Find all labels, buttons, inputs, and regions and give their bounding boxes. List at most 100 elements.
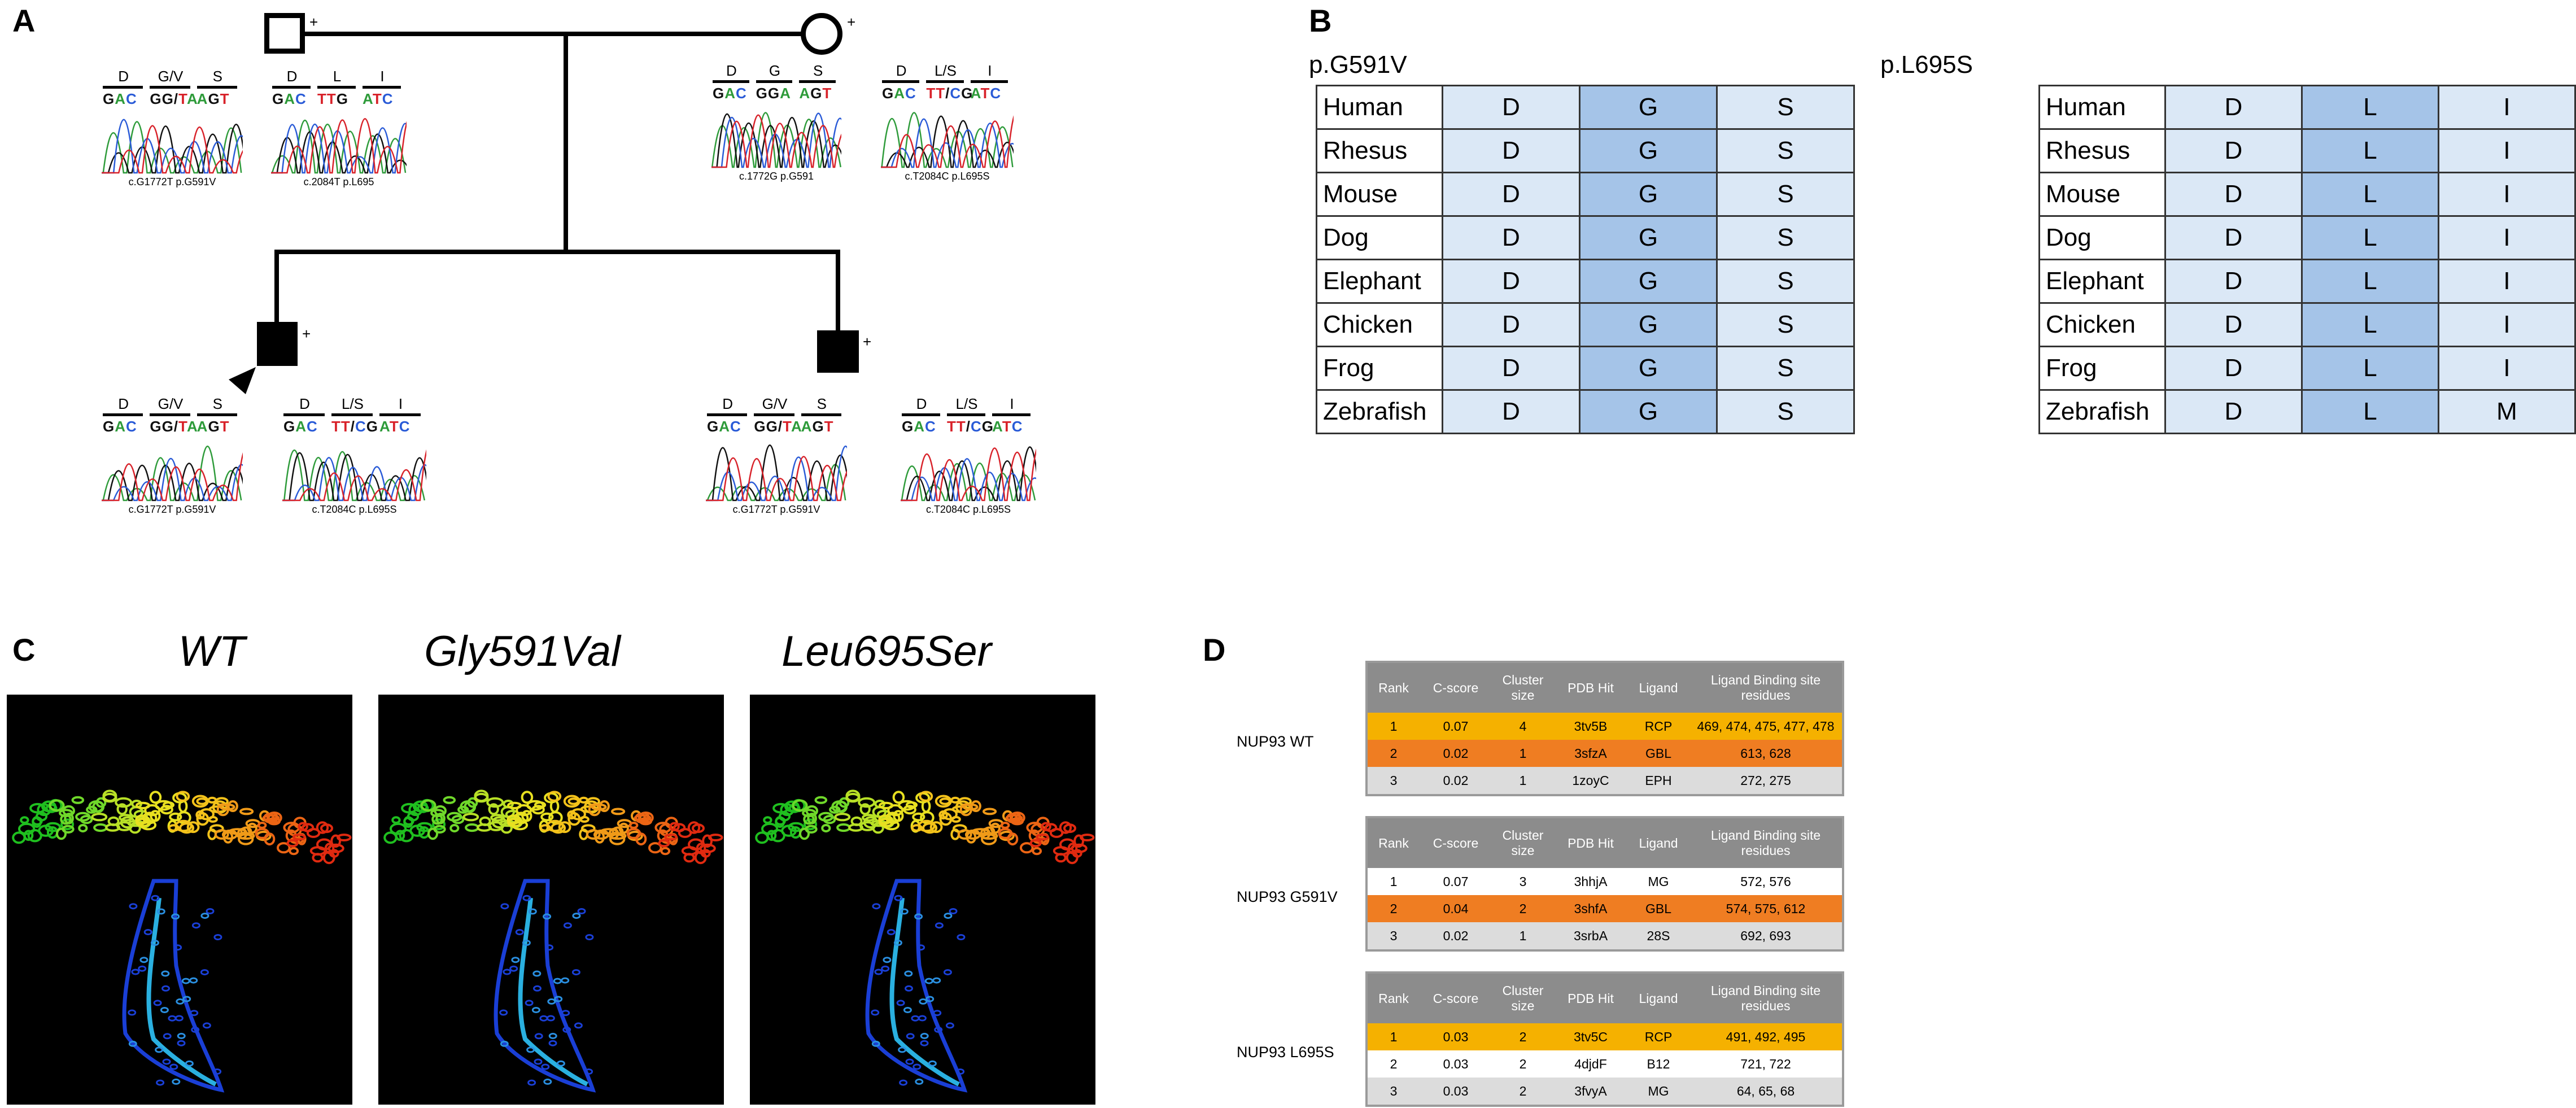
variant-caption: c.2084T p.L695 <box>303 176 374 187</box>
codon-bar <box>947 413 985 416</box>
residue-cell: D <box>2164 346 2303 391</box>
residue-cell: D <box>1442 389 1580 434</box>
amino-acid-label: S <box>212 395 222 412</box>
codon-bases: GAC <box>713 85 747 102</box>
column-header: PDB Hit <box>1568 991 1614 1006</box>
amino-acid-label: L <box>333 68 342 85</box>
codon-bases: GAC <box>103 418 137 435</box>
table-cell: 1 <box>1519 928 1527 943</box>
column-header: Ligand <box>1639 991 1678 1006</box>
descent-line <box>564 34 568 252</box>
table-cell: 2 <box>1390 1056 1398 1071</box>
codon-bar <box>363 86 401 89</box>
codon-bases: AGT <box>799 85 832 102</box>
residue-cell: S <box>1716 128 1855 173</box>
residue-cell: D <box>2164 215 2303 260</box>
residue-cell: D <box>1442 302 1580 347</box>
table-cell: MG <box>1648 1083 1669 1098</box>
column-header: Rank <box>1378 680 1409 695</box>
residue-cell: S <box>1716 389 1855 434</box>
amino-acid-label: I <box>398 395 403 412</box>
table-cell: 1 <box>1390 874 1398 889</box>
codon-bases: AGT <box>197 90 230 107</box>
amino-acid-label: I <box>1010 395 1014 412</box>
residue-cell: L <box>2300 85 2439 130</box>
proband-carrier-mark: + <box>302 325 311 342</box>
codon-bases: GAC <box>283 418 318 435</box>
table-cell: RCP <box>1644 718 1673 734</box>
codon-bases: GAC <box>707 418 741 435</box>
table-cell: EPH <box>1645 773 1672 788</box>
residue-cell: D <box>1442 85 1580 130</box>
residue-cell: G <box>1579 85 1718 130</box>
codon-bar <box>756 80 793 83</box>
table-cell: 3 <box>1519 874 1527 889</box>
table-cell: 3shfA <box>1574 901 1608 916</box>
table-cell: 0.03 <box>1443 1056 1469 1071</box>
species-name: Frog <box>2038 346 2166 391</box>
table-cell: 3 <box>1390 1083 1398 1098</box>
column-header: Ligand <box>1639 680 1678 695</box>
father-carrier-mark: + <box>309 14 318 30</box>
ligand-table-label: NUP93 G591V <box>1237 888 1338 905</box>
proband-arrow-icon <box>229 367 256 394</box>
codon-bar <box>103 86 143 89</box>
amino-acid-label: S <box>212 68 222 85</box>
table-cell: 64, 65, 68 <box>1736 1083 1795 1098</box>
codon-bar <box>283 413 325 416</box>
codon-bases: ATC <box>379 418 411 435</box>
structure-title-gly591val: Gly591Val <box>424 627 621 675</box>
table-cell: 1 <box>1390 718 1398 734</box>
residue-cell: L <box>2300 128 2439 173</box>
codon-bases: GAC <box>103 90 137 107</box>
species-name: Dog <box>2038 215 2166 260</box>
panel-label-d: D <box>1203 632 1226 668</box>
variant-caption: c.1772G p.G591 <box>739 171 814 182</box>
table-cell: 0.03 <box>1443 1083 1469 1098</box>
table-cell: 491, 492, 495 <box>1726 1029 1806 1044</box>
codon-bar <box>801 413 841 416</box>
amino-acid-label: I <box>380 68 385 85</box>
table-cell: 469, 474, 475, 477, 478 <box>1697 718 1835 734</box>
amino-acid-label: L/S <box>341 395 364 412</box>
residue-cell: D <box>2164 85 2303 130</box>
amino-acid-label: S <box>817 395 827 412</box>
residue-cell: G <box>1579 259 1718 304</box>
residue-cell: I <box>2437 85 2576 130</box>
residue-cell: L <box>2300 302 2439 347</box>
table-cell: 3tv5B <box>1574 718 1608 734</box>
table-cell: 574, 575, 612 <box>1726 901 1806 916</box>
table-cell: 3sfzA <box>1574 745 1607 761</box>
variant-caption: c.G1772T p.G591V <box>128 504 216 515</box>
table-cell: 4djdF <box>1574 1056 1607 1071</box>
codon-bases: TT/CG <box>926 85 973 102</box>
table-cell: 272, 275 <box>1740 773 1791 788</box>
species-name: Human <box>2038 85 2166 130</box>
residue-cell: I <box>2437 302 2576 347</box>
residue-cell: G <box>1579 302 1718 347</box>
structure-image-wt <box>7 695 352 1105</box>
codon-bases: TT/CG <box>331 418 379 435</box>
table-cell: 2 <box>1390 901 1398 916</box>
residue-cell: I <box>2437 215 2576 260</box>
table-cell: 0.07 <box>1443 874 1469 889</box>
column-header: Rank <box>1378 991 1409 1006</box>
variant-caption: c.T2084C p.L695S <box>312 504 397 515</box>
residue-cell: I <box>2437 172 2576 217</box>
